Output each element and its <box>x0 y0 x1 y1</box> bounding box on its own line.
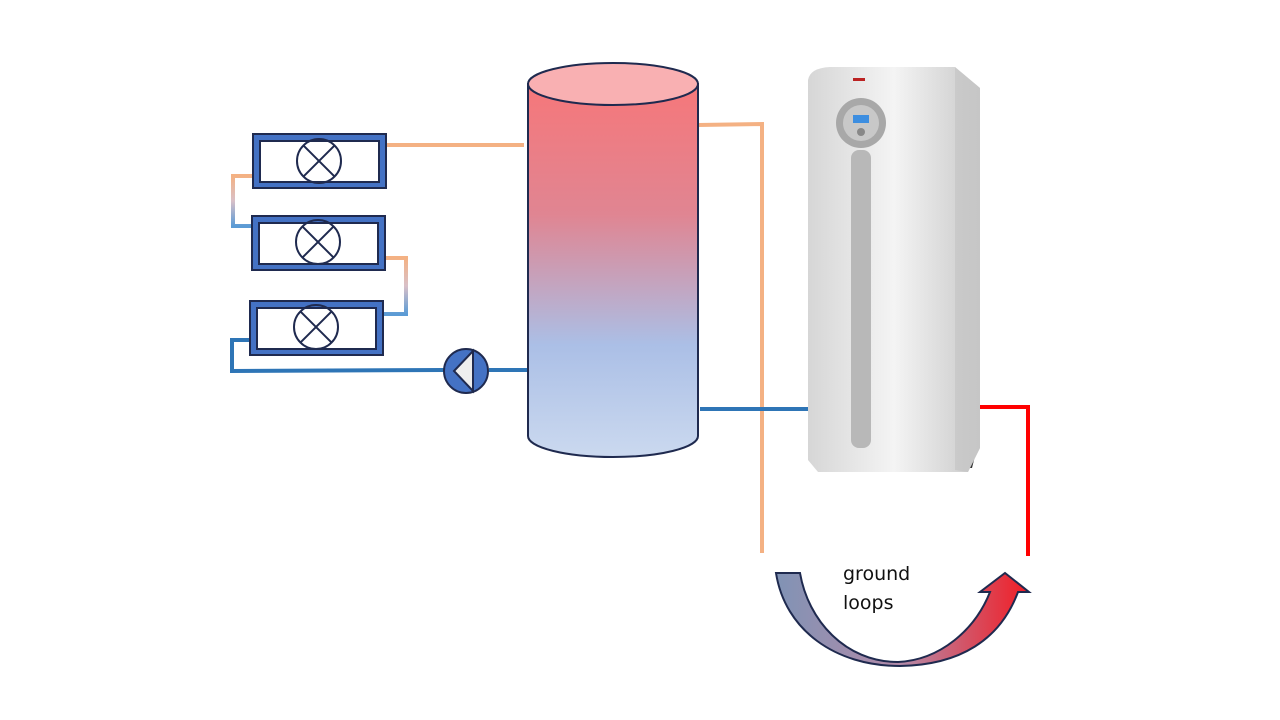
ground-loop-arrow-icon <box>774 571 1032 668</box>
radiator-lamp-icon <box>296 138 342 184</box>
tank-to-ground-hot-pipe <box>697 121 764 553</box>
radiator-connector-right <box>384 256 408 316</box>
radiator-lamp-icon <box>293 304 339 350</box>
heat-pump-unit <box>808 67 980 472</box>
circulation-pump-icon <box>443 348 489 394</box>
ground-loops-label-line2: loops <box>843 592 894 614</box>
display-screen-icon <box>853 115 869 123</box>
radiator-lamp-icon <box>295 219 341 265</box>
heatpump-to-ground-pipe <box>980 405 1030 556</box>
radiator-1 <box>252 133 387 189</box>
radiator-3 <box>249 300 384 356</box>
ground-loops-label-line1: ground <box>843 563 910 585</box>
buffer-tank <box>527 62 699 458</box>
brand-logo <box>853 78 865 81</box>
radiator-2 <box>251 215 386 271</box>
cold-return-pipe <box>230 338 527 374</box>
radiator-connector-left <box>231 174 252 228</box>
